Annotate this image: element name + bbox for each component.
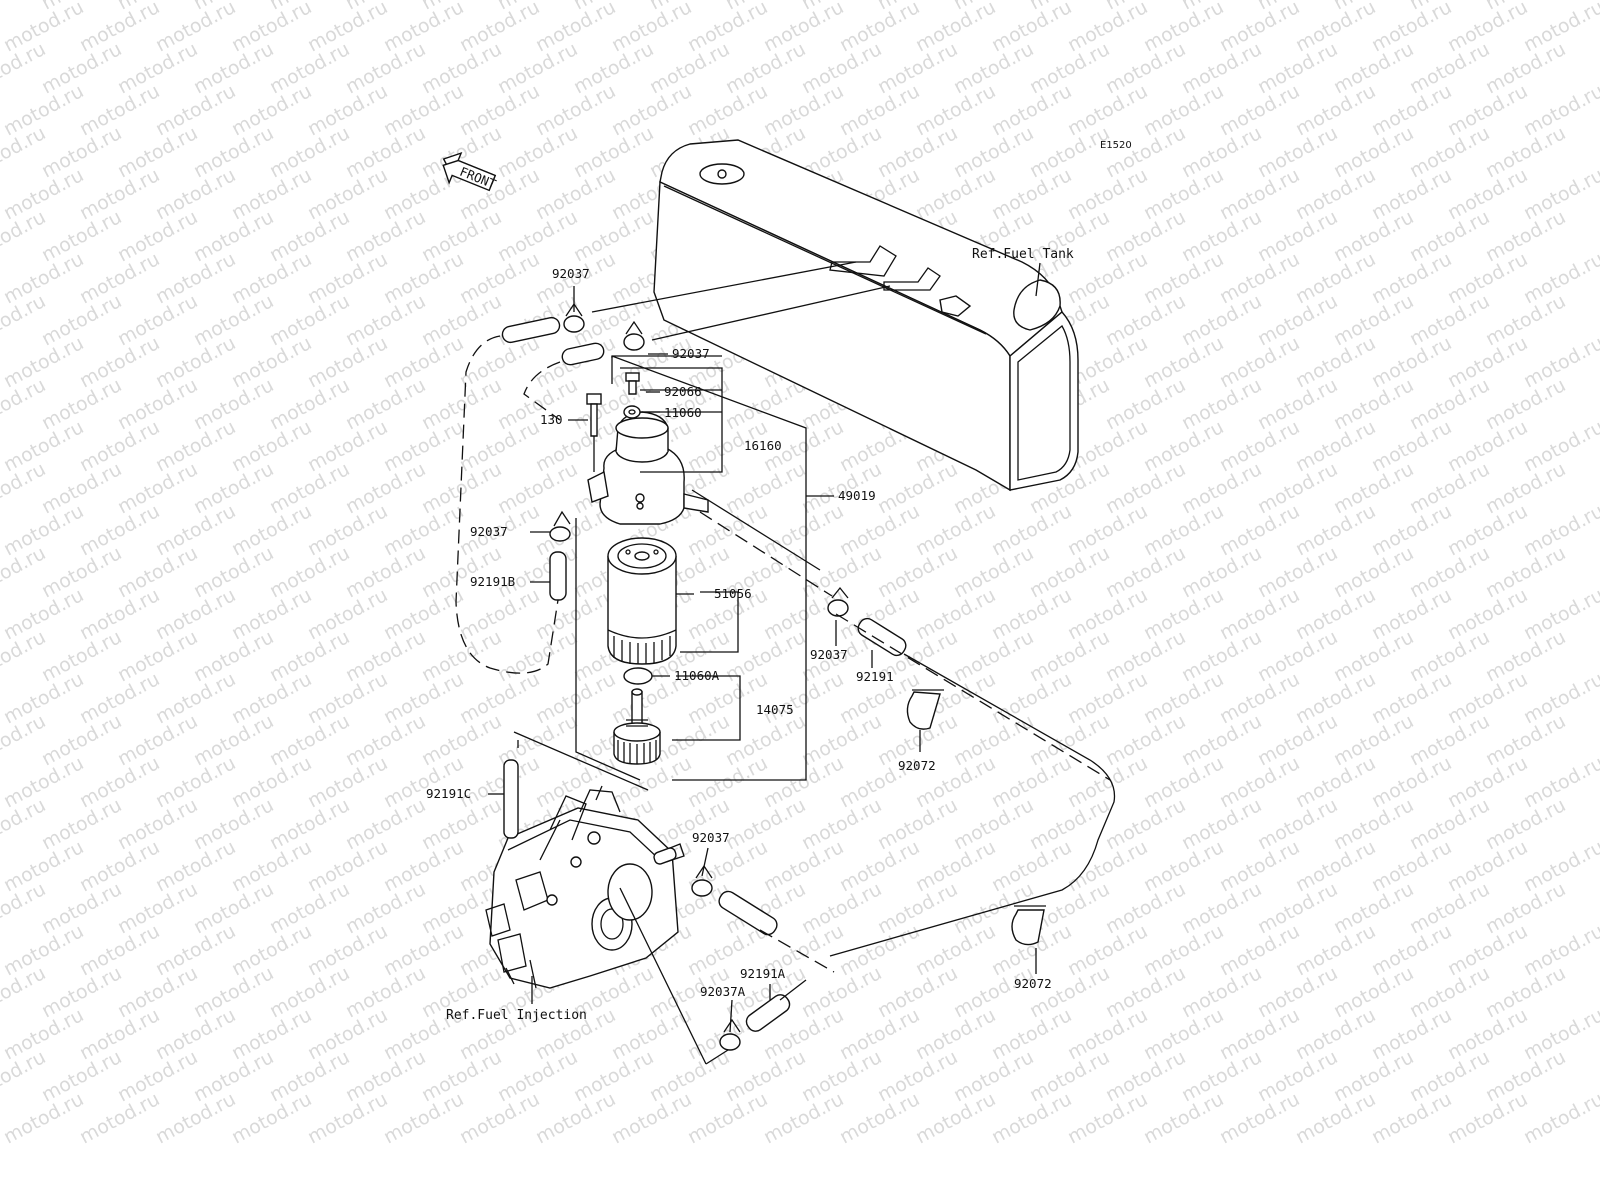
callout-11060A: 11060A xyxy=(674,668,720,683)
callout-14075: 14075 xyxy=(756,702,794,717)
callout-16160: 16160 xyxy=(744,438,782,453)
callout-130: 130 xyxy=(540,412,563,427)
callout-92037A: 92037A xyxy=(700,984,746,999)
callout-92072-a: 92072 xyxy=(898,758,936,773)
callout-92037-a: 92037 xyxy=(552,266,590,281)
ref-fuel-tank-label: Ref.Fuel Tank xyxy=(972,247,1074,262)
callout-labels: 92037 92037 92066 130 11060 16160 49019 … xyxy=(426,266,1052,999)
cable-ties-92072 xyxy=(906,689,1046,946)
callout-11060: 11060 xyxy=(664,405,702,420)
callout-92072-b: 92072 xyxy=(1014,976,1052,991)
filter-head xyxy=(587,411,709,525)
callout-92191B: 92191B xyxy=(470,574,515,589)
washer-11060 xyxy=(623,405,641,419)
fuel-tank xyxy=(653,139,1079,492)
fuel-injection-pump xyxy=(485,785,685,989)
hoses xyxy=(501,316,907,1032)
bolt-130 xyxy=(586,393,602,472)
callout-92191C: 92191C xyxy=(426,786,471,801)
callout-92037-e: 92037 xyxy=(692,830,730,845)
filter-element-51056 xyxy=(607,537,677,665)
callout-92037-c: 92037 xyxy=(470,524,508,539)
ref-fuel-injection-label: Ref.Fuel Injection xyxy=(446,1008,587,1023)
callout-92037-b: 92037 xyxy=(672,346,710,361)
callout-92037-d: 92037 xyxy=(810,647,848,662)
callout-92191: 92191 xyxy=(856,669,894,684)
callout-92066: 92066 xyxy=(664,384,702,399)
watermark-text: motod.ru xyxy=(1520,1088,1600,1148)
o-ring-11060A xyxy=(623,667,653,685)
diagram-code: E1520 xyxy=(1100,140,1132,151)
callout-92191A: 92191A xyxy=(740,966,786,981)
bolt-92066 xyxy=(625,372,640,395)
callout-51056: 51056 xyxy=(714,586,752,601)
callout-49019: 49019 xyxy=(838,488,876,503)
drain-plug-14075 xyxy=(613,688,661,765)
